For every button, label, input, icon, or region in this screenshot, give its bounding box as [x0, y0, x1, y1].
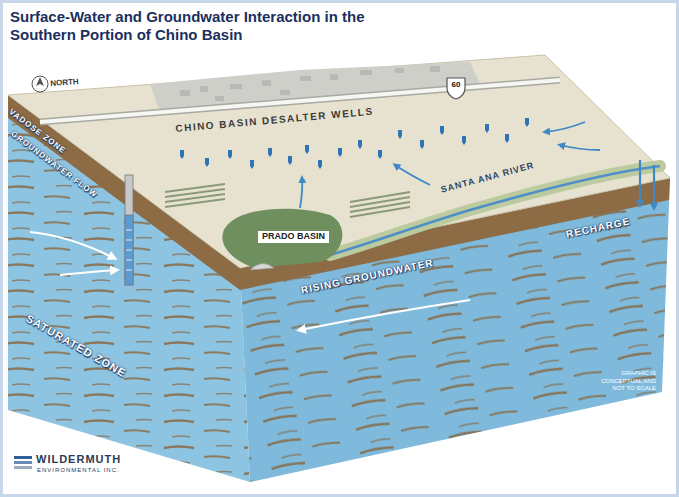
groundwater-label: RISING GROUNDWATER — [300, 257, 434, 296]
logo-subtitle: ENVIRONMENTAL INC. — [37, 467, 120, 474]
basin-label: PRADO BASIN — [258, 231, 329, 243]
river-label: SANTA ANA RIVER — [440, 161, 536, 195]
wells-label: CHINO BASIN DESALTER WELLS — [175, 106, 374, 134]
zone-label: SATURATED ZONE — [24, 312, 129, 379]
recharge-label: RECHARGE — [565, 215, 631, 239]
diagram-title: Surface-Water and Groundwater Interactio… — [10, 8, 380, 44]
scale-note: GRAPHIC IS CONCEPTUAL AND NOT TO SCALE — [590, 370, 656, 393]
logo-name: WILDERMUTH — [36, 453, 121, 465]
north-label: NORTH — [50, 78, 79, 89]
highway-number: 60 — [447, 81, 465, 90]
